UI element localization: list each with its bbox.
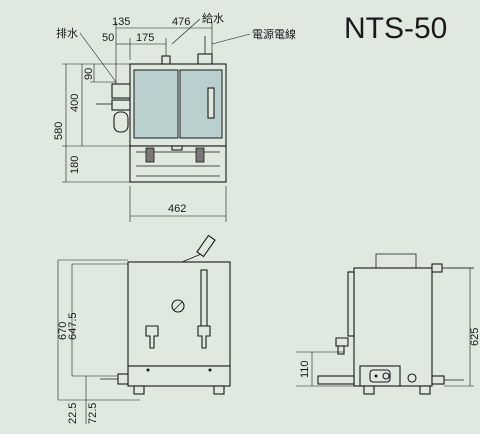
dim-400: 400	[69, 94, 81, 112]
base-front	[127, 365, 231, 387]
tap-right-icon	[197, 325, 211, 349]
power-cord-label: 電源電線	[252, 27, 296, 41]
dim-22-5: 22.5	[67, 403, 79, 424]
cabinet-front	[127, 261, 231, 367]
dim-670: 670	[57, 322, 69, 340]
dim-50: 50	[102, 32, 114, 44]
dim-110: 110	[299, 360, 311, 378]
model-title: NTS-50	[344, 12, 447, 45]
dim-180: 180	[69, 156, 81, 174]
dim-625: 625	[469, 328, 480, 346]
dim-175: 175	[136, 32, 154, 44]
drain-label: 排水	[56, 26, 78, 40]
tap-left-icon	[145, 325, 159, 349]
top-view: 135 476 50 175 排水 給水 電源電線 90 400 580 180	[53, 11, 296, 222]
dim-647-5: 647.5	[67, 312, 79, 340]
dim-462: 462	[168, 203, 186, 215]
front-view: 670 647.5 22.5 72.5	[57, 234, 231, 424]
dim-476: 476	[172, 16, 190, 28]
dim-135: 135	[112, 16, 130, 28]
dim-580: 580	[53, 122, 65, 140]
dim-90: 90	[83, 68, 95, 80]
window-right	[179, 69, 223, 139]
water-supply-label: 給水	[202, 11, 224, 25]
base-top	[129, 145, 227, 183]
side-view: 625 110	[296, 253, 480, 395]
dim-72-5: 72.5	[87, 403, 99, 424]
window-left	[133, 69, 179, 139]
